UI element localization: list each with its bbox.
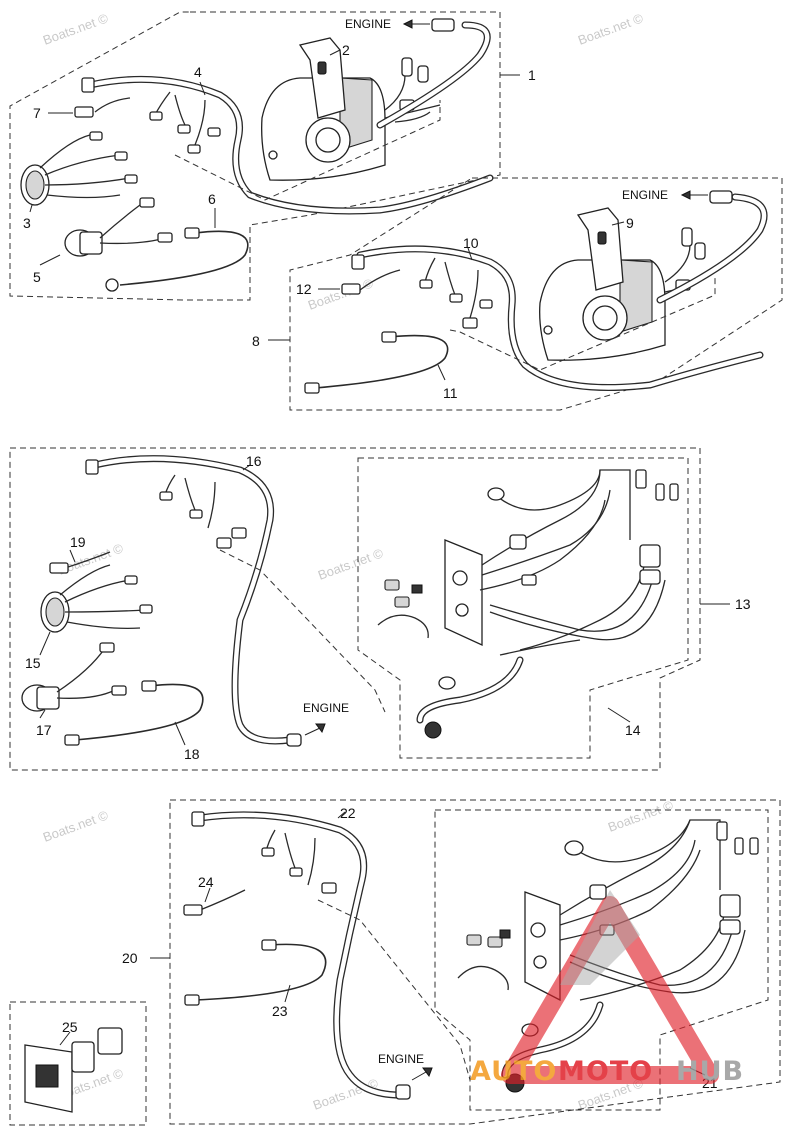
callout-16: 16: [246, 453, 262, 469]
group-13: ENGINE 13 14 15 16 17 18 19: [9, 447, 751, 771]
logo-text-moto: MOTO: [558, 1056, 653, 1087]
automotohub-logo: AUTO MOTO HUB: [470, 890, 744, 1087]
leader-19: [69, 549, 76, 563]
callout-8: 8: [252, 333, 260, 349]
leader-2: [329, 49, 341, 56]
watermark: Boats.net ©: [41, 807, 111, 845]
remote-control-box: [539, 207, 666, 361]
callout-10: 10: [463, 235, 479, 251]
group-8-border: [289, 177, 783, 411]
group-13-border: [9, 447, 701, 771]
callout-2: 2: [342, 42, 350, 58]
leader-5: [39, 254, 61, 266]
group-1: ENGINE: [9, 11, 536, 301]
buzzer: [64, 197, 173, 257]
logo-text-hub: HUB: [676, 1056, 744, 1087]
callout-19: 19: [70, 534, 86, 550]
watermark: Boats.net ©: [316, 545, 386, 583]
panel-subgroup-border: [357, 457, 689, 759]
callout-24: 24: [198, 874, 214, 890]
callout-15: 15: [25, 655, 41, 671]
watermark: Boats.net ©: [306, 275, 376, 313]
callout-23: 23: [272, 1003, 288, 1019]
watermark: Boats.net ©: [41, 10, 111, 48]
leader-17: [39, 709, 46, 719]
callout-20: 20: [122, 950, 138, 966]
group-8: ENGINE 8 9 10 11 12: [252, 177, 783, 411]
watermark: Boats.net ©: [606, 797, 676, 835]
leader-11: [437, 364, 446, 381]
leader-14: [607, 707, 631, 723]
leader-15: [39, 631, 51, 656]
watermark: Boats.net ©: [576, 10, 646, 48]
callout-9: 9: [626, 215, 634, 231]
engine-label: ENGINE: [622, 188, 668, 202]
engine-label: ENGINE: [345, 17, 391, 31]
group-25: 25: [9, 1001, 147, 1126]
callout-5: 5: [33, 269, 41, 285]
leader-3: [29, 204, 33, 213]
switch-panel: [457, 891, 561, 1002]
callout-13: 13: [735, 596, 751, 612]
switch-panel: [377, 539, 483, 647]
callout-18: 18: [184, 746, 200, 762]
group-1-border: [9, 11, 501, 301]
callout-14: 14: [625, 722, 641, 738]
callout-11: 11: [443, 385, 458, 401]
callout-17: 17: [36, 722, 52, 738]
logo-text-auto: AUTO: [470, 1056, 557, 1087]
remote-control-box: [261, 37, 386, 181]
leader-18: [174, 721, 186, 746]
leader-23: [284, 984, 291, 1003]
callout-25: 25: [62, 1019, 78, 1035]
leader-10: [467, 247, 473, 261]
panel-subgroup-border: [434, 809, 769, 1111]
leader-25: [59, 1031, 71, 1046]
watermark: Boats.net ©: [311, 1075, 381, 1113]
callout-1: 1: [528, 67, 536, 83]
gauge: [20, 131, 138, 206]
callout-6: 6: [208, 191, 216, 207]
group-25-border: [9, 1001, 147, 1126]
leader-4: [199, 81, 206, 96]
leader-16: [242, 464, 251, 471]
group-20: ENGINE 20 21 22 23 24: [122, 799, 781, 1125]
leader-24: [204, 887, 211, 903]
callout-4: 4: [194, 64, 202, 80]
leader-22: [337, 811, 346, 819]
leader-9: [611, 221, 625, 226]
engine-label: ENGINE: [378, 1052, 424, 1066]
callout-7: 7: [33, 105, 41, 121]
callout-3: 3: [23, 215, 31, 231]
engine-label: ENGINE: [303, 701, 349, 715]
callout-12: 12: [296, 281, 312, 297]
callout-22: 22: [340, 805, 356, 821]
